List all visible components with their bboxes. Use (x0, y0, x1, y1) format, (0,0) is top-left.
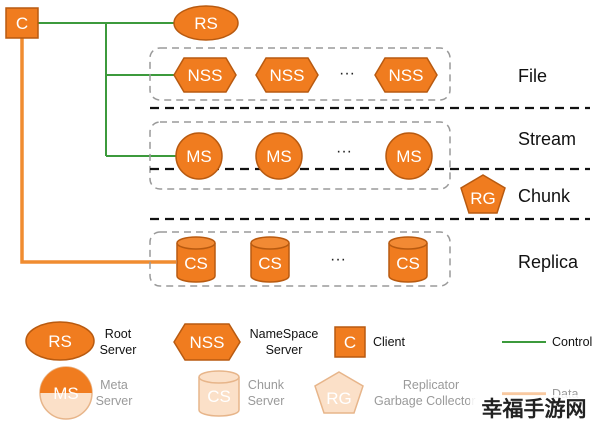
svg-text:RG: RG (326, 389, 352, 408)
svg-text:CS: CS (396, 254, 420, 273)
cs-ellipsis: ··· (330, 251, 346, 268)
cs-node: CS (176, 236, 216, 283)
ms-ellipsis: ··· (336, 143, 352, 160)
svg-text:CS: CS (258, 254, 282, 273)
svg-text:NSS: NSS (270, 66, 305, 85)
nss-ellipsis: ··· (339, 65, 355, 82)
svg-text:C: C (344, 333, 356, 352)
svg-text:MS: MS (396, 147, 422, 166)
legend-root-server: RS Root Server (25, 321, 137, 361)
legend-replicator: RG Replicator Garbage Collector (314, 371, 475, 414)
svg-text:Server: Server (100, 343, 137, 357)
svg-text:NSS: NSS (188, 66, 223, 85)
nss-node: NSS (255, 57, 319, 93)
svg-text:Client: Client (373, 335, 405, 349)
cs-group-box (149, 231, 451, 287)
svg-text:Chunk: Chunk (248, 378, 285, 392)
rg-node: RG (460, 174, 506, 214)
layer-label-file: File (518, 66, 547, 86)
watermark: 幸福手游网 (470, 395, 598, 421)
nss-node: NSS (173, 57, 237, 93)
svg-text:C: C (16, 14, 28, 33)
cs-node: CS (250, 236, 290, 283)
legend-chunk-server: CS Chunk Server (198, 370, 285, 417)
legend-namespace-server: NSS NameSpace Server (173, 323, 319, 361)
root-server-node: RS (173, 5, 239, 41)
svg-text:CS: CS (184, 254, 208, 273)
client-node: C (5, 7, 39, 39)
ms-group-box (149, 121, 451, 190)
svg-text:MS: MS (53, 384, 79, 403)
legend: RS Root Server NSS NameSpace Server C Cl… (25, 321, 592, 420)
legend-control: Control (502, 335, 592, 349)
ms-node: MS (385, 132, 433, 180)
cs-node: CS (388, 236, 428, 283)
ms-node: MS (175, 132, 223, 180)
svg-text:MS: MS (186, 147, 212, 166)
svg-text:Meta: Meta (100, 378, 128, 392)
data-line (20, 38, 176, 264)
svg-text:RS: RS (48, 332, 72, 351)
layer-label-chunk: Chunk (518, 186, 571, 206)
svg-text:Server: Server (96, 394, 133, 408)
svg-text:Root: Root (105, 327, 132, 341)
svg-text:NSS: NSS (389, 66, 424, 85)
svg-text:NSS: NSS (190, 333, 225, 352)
svg-text:Replicator: Replicator (403, 378, 459, 392)
svg-text:MS: MS (266, 147, 292, 166)
legend-client: C Client (334, 326, 405, 358)
svg-text:Server: Server (266, 343, 303, 357)
layer-label-replica: Replica (518, 252, 579, 272)
svg-text:RS: RS (194, 14, 218, 33)
layer-label-stream: Stream (518, 129, 576, 149)
legend-meta-server: MS Meta Server (39, 366, 133, 420)
svg-text:Control: Control (552, 335, 592, 349)
svg-text:CS: CS (207, 387, 231, 406)
nss-node: NSS (374, 57, 438, 93)
nss-group-box (149, 47, 451, 101)
ms-node: MS (255, 132, 303, 180)
svg-text:幸福手游网: 幸福手游网 (482, 397, 587, 421)
svg-text:NameSpace: NameSpace (250, 327, 319, 341)
svg-text:RG: RG (470, 189, 496, 208)
svg-text:Garbage Collector: Garbage Collector (374, 394, 475, 408)
svg-text:Server: Server (248, 394, 285, 408)
